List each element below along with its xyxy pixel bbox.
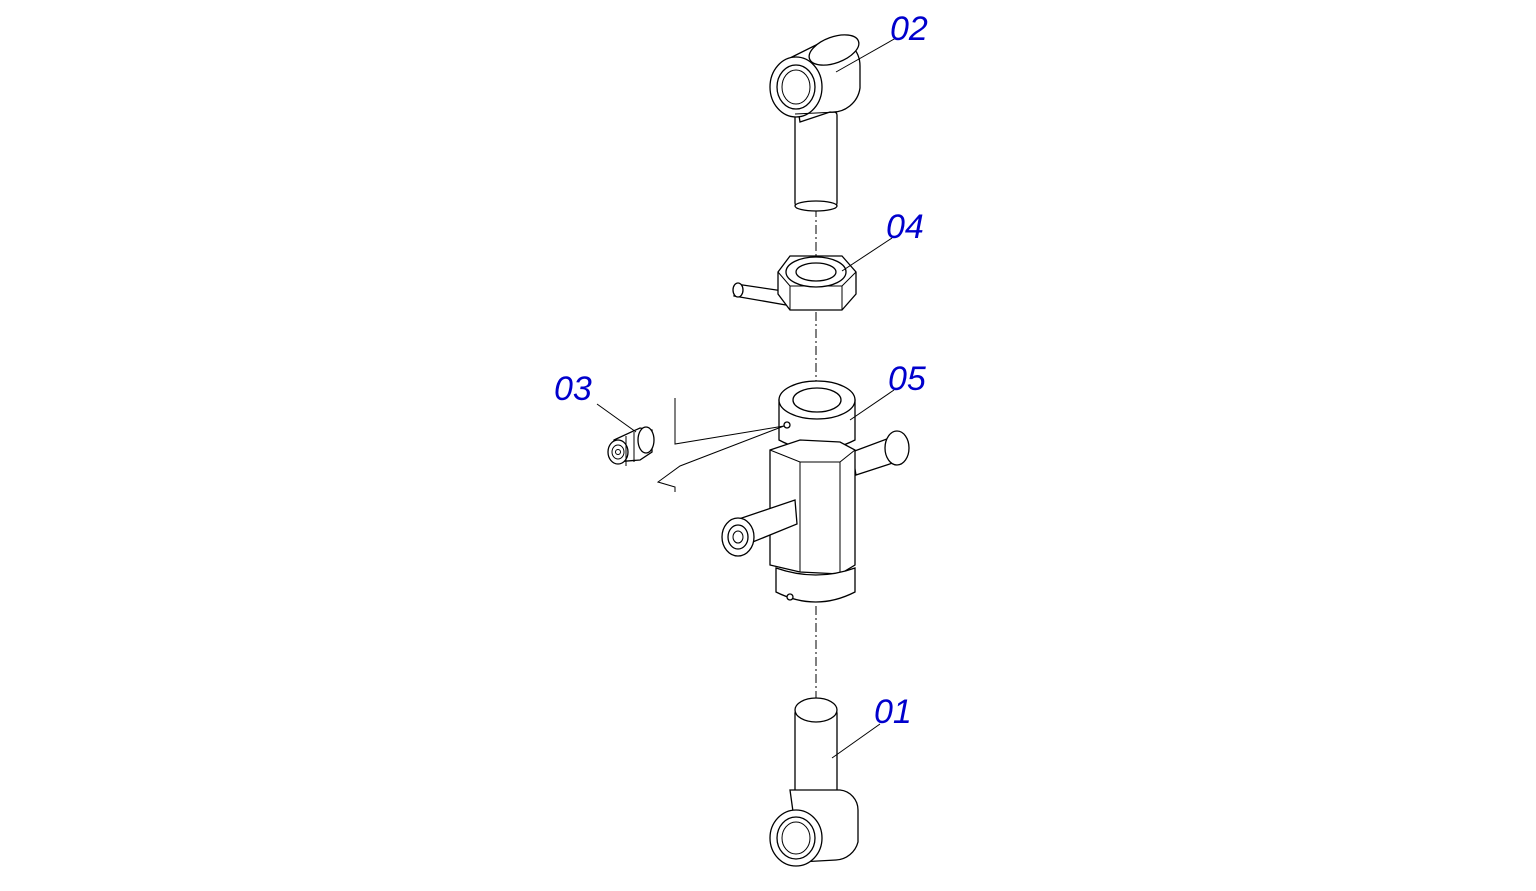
part-05-hex-body	[721, 380, 910, 603]
leader-04	[841, 237, 893, 272]
part-label-01: 01	[874, 693, 912, 731]
detail-leader-03	[656, 398, 785, 492]
part-label-03: 03	[554, 370, 592, 408]
leader-02	[835, 37, 897, 73]
part-04-lock-nut	[732, 255, 857, 311]
part-label-04: 04	[886, 208, 924, 246]
leader-05	[849, 389, 895, 421]
part-02-upper-eye	[769, 34, 861, 212]
part-03-grease-fitting	[607, 426, 655, 466]
leader-03	[596, 403, 637, 433]
part-01-lower-eye	[769, 697, 859, 867]
part-label-05: 05	[888, 360, 926, 398]
leader-01	[831, 723, 881, 759]
part-label-02: 02	[890, 10, 928, 48]
